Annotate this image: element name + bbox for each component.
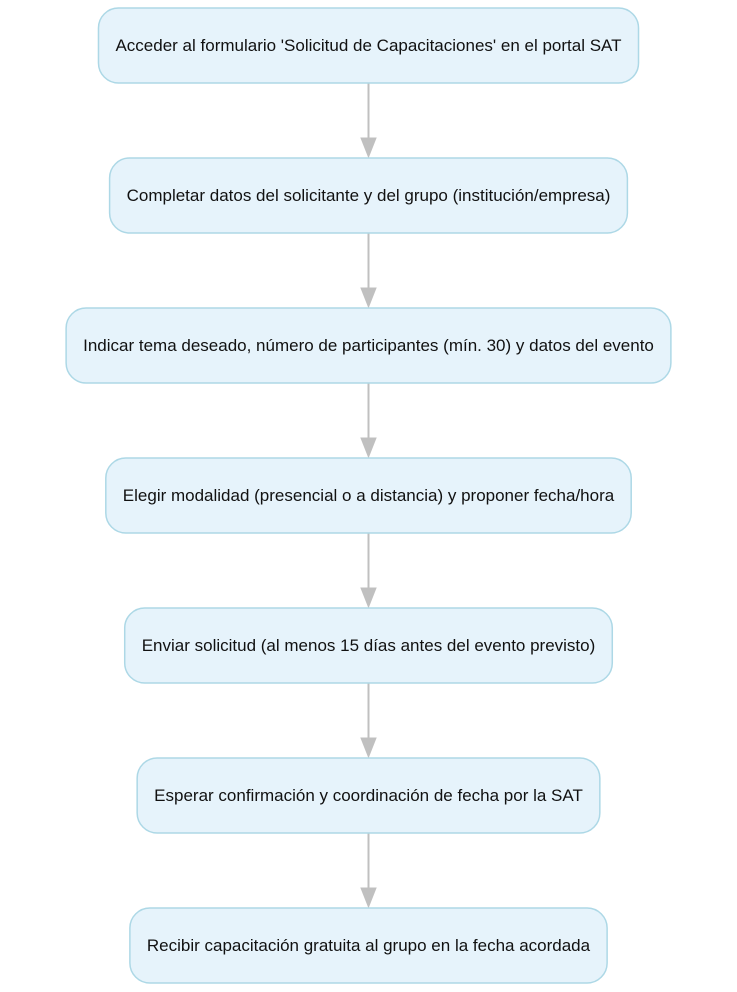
flow-step-box bbox=[105, 457, 632, 534]
flow-step-1: Acceder al formulario 'Solicitud de Capa… bbox=[97, 7, 640, 84]
flow-arrow-head bbox=[360, 587, 377, 609]
flow-step-label: Completar datos del solicitante y del gr… bbox=[127, 186, 611, 205]
flow-step-box bbox=[129, 907, 608, 984]
flow-step-label: Indicar tema deseado, número de particip… bbox=[83, 336, 654, 355]
flow-step-box bbox=[136, 757, 601, 834]
flow-step-label: Acceder al formulario 'Solicitud de Capa… bbox=[115, 36, 621, 55]
flow-step-5: Enviar solicitud (al menos 15 días antes… bbox=[123, 607, 614, 684]
flow-step-3: Indicar tema deseado, número de particip… bbox=[65, 307, 672, 384]
flow-arrow bbox=[360, 833, 377, 909]
flow-step-label: Recibir capacitación gratuita al grupo e… bbox=[147, 936, 591, 955]
flow-arrow-head bbox=[360, 887, 377, 909]
flow-arrow bbox=[360, 83, 377, 159]
flow-arrow bbox=[360, 683, 377, 759]
flow-step-label: Elegir modalidad (presencial o a distanc… bbox=[123, 486, 615, 505]
flow-step-4: Elegir modalidad (presencial o a distanc… bbox=[105, 457, 632, 534]
flow-step-box bbox=[108, 157, 629, 234]
flow-step-box bbox=[97, 7, 640, 84]
flowchart-edges bbox=[360, 83, 377, 909]
flow-arrow bbox=[360, 233, 377, 309]
flow-step-label: Enviar solicitud (al menos 15 días antes… bbox=[142, 636, 596, 655]
flow-arrow-head bbox=[360, 437, 377, 459]
flow-arrow bbox=[360, 383, 377, 459]
flow-arrow-head bbox=[360, 137, 377, 159]
flow-step-2: Completar datos del solicitante y del gr… bbox=[108, 157, 629, 234]
flowchart-nodes: Acceder al formulario 'Solicitud de Capa… bbox=[65, 7, 672, 984]
flow-arrow-head bbox=[360, 287, 377, 309]
flow-step-box bbox=[123, 607, 614, 684]
flow-step-label: Esperar confirmación y coordinación de f… bbox=[154, 786, 583, 805]
flow-arrow bbox=[360, 533, 377, 609]
flow-arrow-head bbox=[360, 737, 377, 759]
flow-step-6: Esperar confirmación y coordinación de f… bbox=[136, 757, 601, 834]
flow-step-box bbox=[65, 307, 672, 384]
flow-step-7: Recibir capacitación gratuita al grupo e… bbox=[129, 907, 608, 984]
